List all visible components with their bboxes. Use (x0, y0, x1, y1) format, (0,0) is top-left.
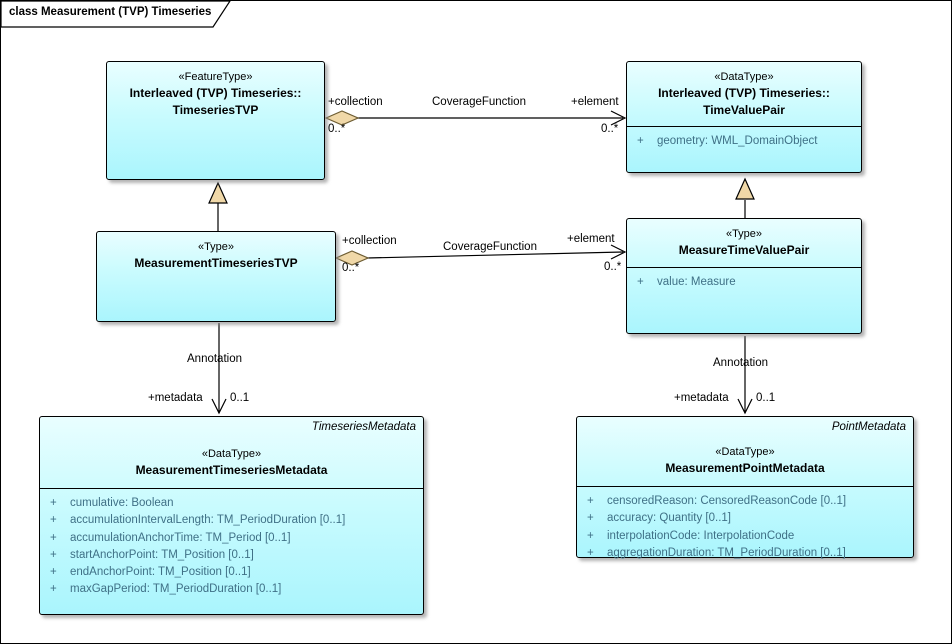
class-time-value-pair[interactable]: «DataType» Interleaved (TVP) Timeseries:… (626, 61, 862, 173)
diagram-frame-title: class Measurement (TVP) Timeseries (9, 6, 212, 18)
stereotype: «DataType» (201, 448, 262, 460)
class-measurement-timeseries-tvp[interactable]: «Type» MeasurementTimeseriesTVP (96, 231, 336, 322)
attribute-row: + interpolationCode: InterpolationCode (587, 529, 795, 542)
class-measurement-point-metadata[interactable]: PointMetadata «DataType» MeasurementPoin… (576, 416, 914, 559)
parent-type-label: PointMetadata (831, 421, 906, 433)
attribute-row: + censoredReason: CensoredReasonCode [0.… (587, 495, 847, 507)
stereotype: «Type» (725, 228, 763, 240)
attribute-row: + geometry: WML_DomainObject (637, 135, 818, 147)
association-name-label: CoverageFunction (443, 241, 537, 253)
role-label: +collection (328, 96, 383, 108)
attribute-row: + maxGapPeriod: TM_PeriodDuration [0..1] (50, 583, 282, 596)
generalization-triangle (208, 181, 228, 204)
class-timeseries-tvp[interactable]: «FeatureType» Interleaved (TVP) Timeseri… (106, 61, 325, 180)
class-name: MeasurementTimeseriesMetadata (135, 463, 328, 477)
dependency-name-label: Annotation (187, 353, 242, 365)
class-name: TimeseriesTVP (172, 102, 259, 117)
multiplicity-label: 0..* (601, 123, 619, 135)
class-name: MeasureTimeValuePair (678, 243, 810, 257)
generalization-triangle (735, 177, 755, 200)
stereotype: «DataType» (714, 71, 774, 83)
class-name: Interleaved (TVP) Timeseries:: (129, 86, 302, 100)
multiplicity-label: 0..* (342, 262, 360, 274)
class-measure-time-value-pair[interactable]: «Type» MeasureTimeValuePair + value: Mea… (626, 218, 862, 334)
class-name: Interleaved (TVP) Timeseries:: (658, 86, 830, 100)
dependency-name-label: Annotation (713, 357, 768, 369)
role-label: +element (567, 233, 615, 245)
generalization-right (735, 177, 755, 218)
attribute-row: + value: Measure (637, 276, 736, 288)
class-name: TimeValuePair (703, 102, 785, 117)
multiplicity-label: 0..1 (756, 392, 776, 404)
class-measurement-timeseries-metadata[interactable]: TimeseriesMetadata «DataType» Measuremen… (39, 416, 424, 615)
open-arrowhead (737, 398, 753, 415)
attribute-row: + cumulative: Boolean (50, 497, 174, 509)
multiplicity-label: 0..* (604, 261, 622, 273)
association-name-label: CoverageFunction (432, 96, 526, 108)
class-name: MeasurementPointMetadata (665, 461, 825, 475)
generalization-left (208, 181, 228, 231)
annotation-right (737, 336, 753, 415)
attribute-row: + accumulationIntervalLength: TM_PeriodD… (50, 514, 346, 527)
parent-type-label: TimeseriesMetadata (311, 421, 416, 433)
class-name: MeasurementTimeseriesTVP (134, 256, 298, 270)
attribute-row: + accuracy: Quantity [0..1] (587, 512, 732, 525)
stereotype: «Type» (197, 241, 235, 253)
attribute-row: + startAnchorPoint: TM_Position [0..1] (50, 548, 254, 561)
open-arrowhead (610, 244, 627, 260)
multiplicity-label: 0..1 (230, 392, 250, 404)
association-coveragefunction-top (324, 110, 627, 126)
attribute-row: + aggregationDuration: TM_PeriodDuration… (587, 546, 846, 559)
role-label: +element (571, 96, 619, 108)
role-label: +metadata (674, 392, 729, 404)
role-label: +collection (342, 235, 397, 247)
annotation-left (211, 323, 227, 415)
attribute-row: + endAnchorPoint: TM_Position [0..1] (50, 566, 251, 579)
stereotype: «DataType» (715, 446, 775, 458)
role-label: +metadata (148, 392, 203, 404)
attribute-row: + accumulationAnchorTime: TM_Period [0..… (50, 531, 291, 544)
stereotype: «FeatureType» (178, 71, 253, 83)
multiplicity-label: 0..* (328, 123, 346, 135)
open-arrowhead (211, 398, 227, 415)
